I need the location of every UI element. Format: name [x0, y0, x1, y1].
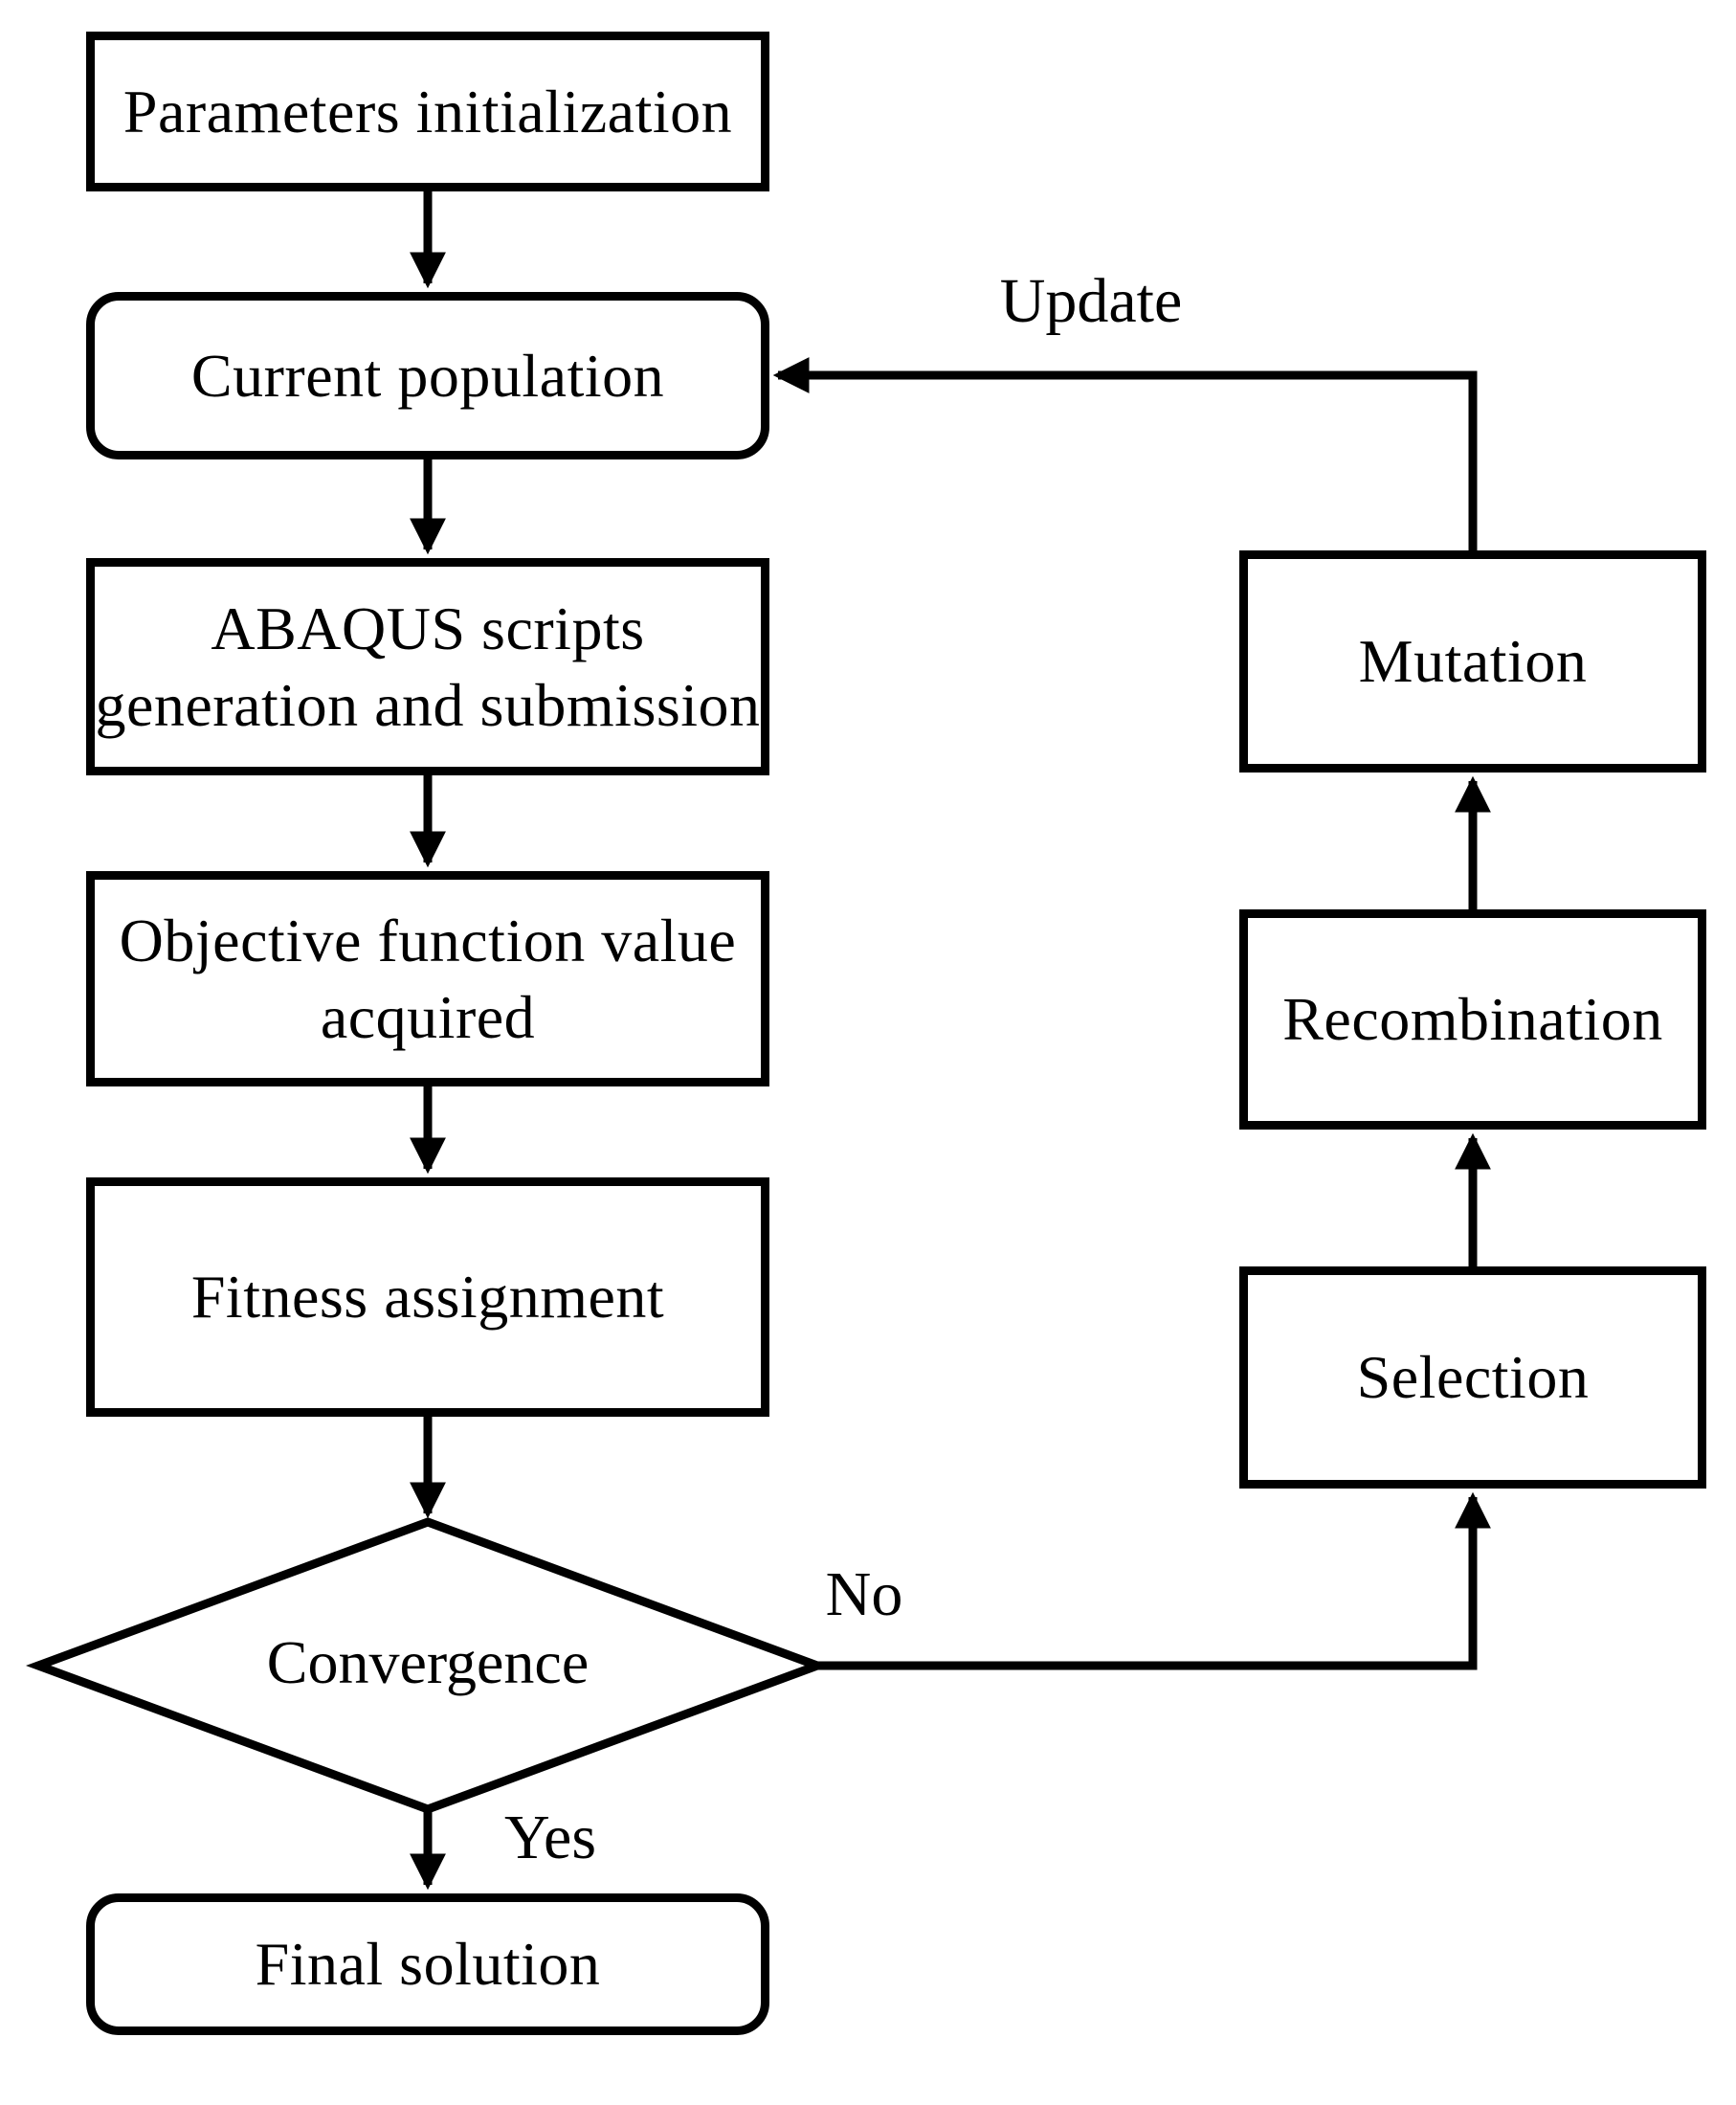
edge-label-yes: Yes: [503, 1803, 597, 1872]
node-abaqus-scripts: ABAQUS scripts generation and submission: [86, 558, 769, 775]
node-mutation: Mutation: [1239, 550, 1706, 773]
edge-label-update: Update: [999, 266, 1183, 336]
node-label: Objective function value acquired: [119, 906, 737, 1051]
node-current-population: Current population: [86, 292, 769, 459]
node-convergence-shape: [25, 1517, 831, 1814]
node-label: Fitness assignment: [190, 1263, 665, 1331]
node-convergence-label: Convergence: [266, 1628, 590, 1697]
node-label: Parameters initialization: [122, 77, 733, 146]
node-label: Selection: [1356, 1343, 1590, 1411]
node-final-solution: Final solution: [86, 1893, 769, 2035]
node-parameters-initialization: Parameters initialization: [86, 32, 769, 191]
node-label: Mutation: [1358, 627, 1588, 695]
node-objective-function: Objective function value acquired: [86, 871, 769, 1086]
node-recombination: Recombination: [1239, 909, 1706, 1130]
node-label: Recombination: [1282, 985, 1663, 1053]
node-label: Current population: [190, 341, 665, 410]
node-selection: Selection: [1239, 1266, 1706, 1489]
node-label: ABAQUS scripts generation and submission: [95, 593, 761, 739]
edge-label-no: No: [825, 1559, 903, 1629]
node-fitness-assignment: Fitness assignment: [86, 1177, 769, 1417]
node-label: Final solution: [255, 1930, 601, 1998]
